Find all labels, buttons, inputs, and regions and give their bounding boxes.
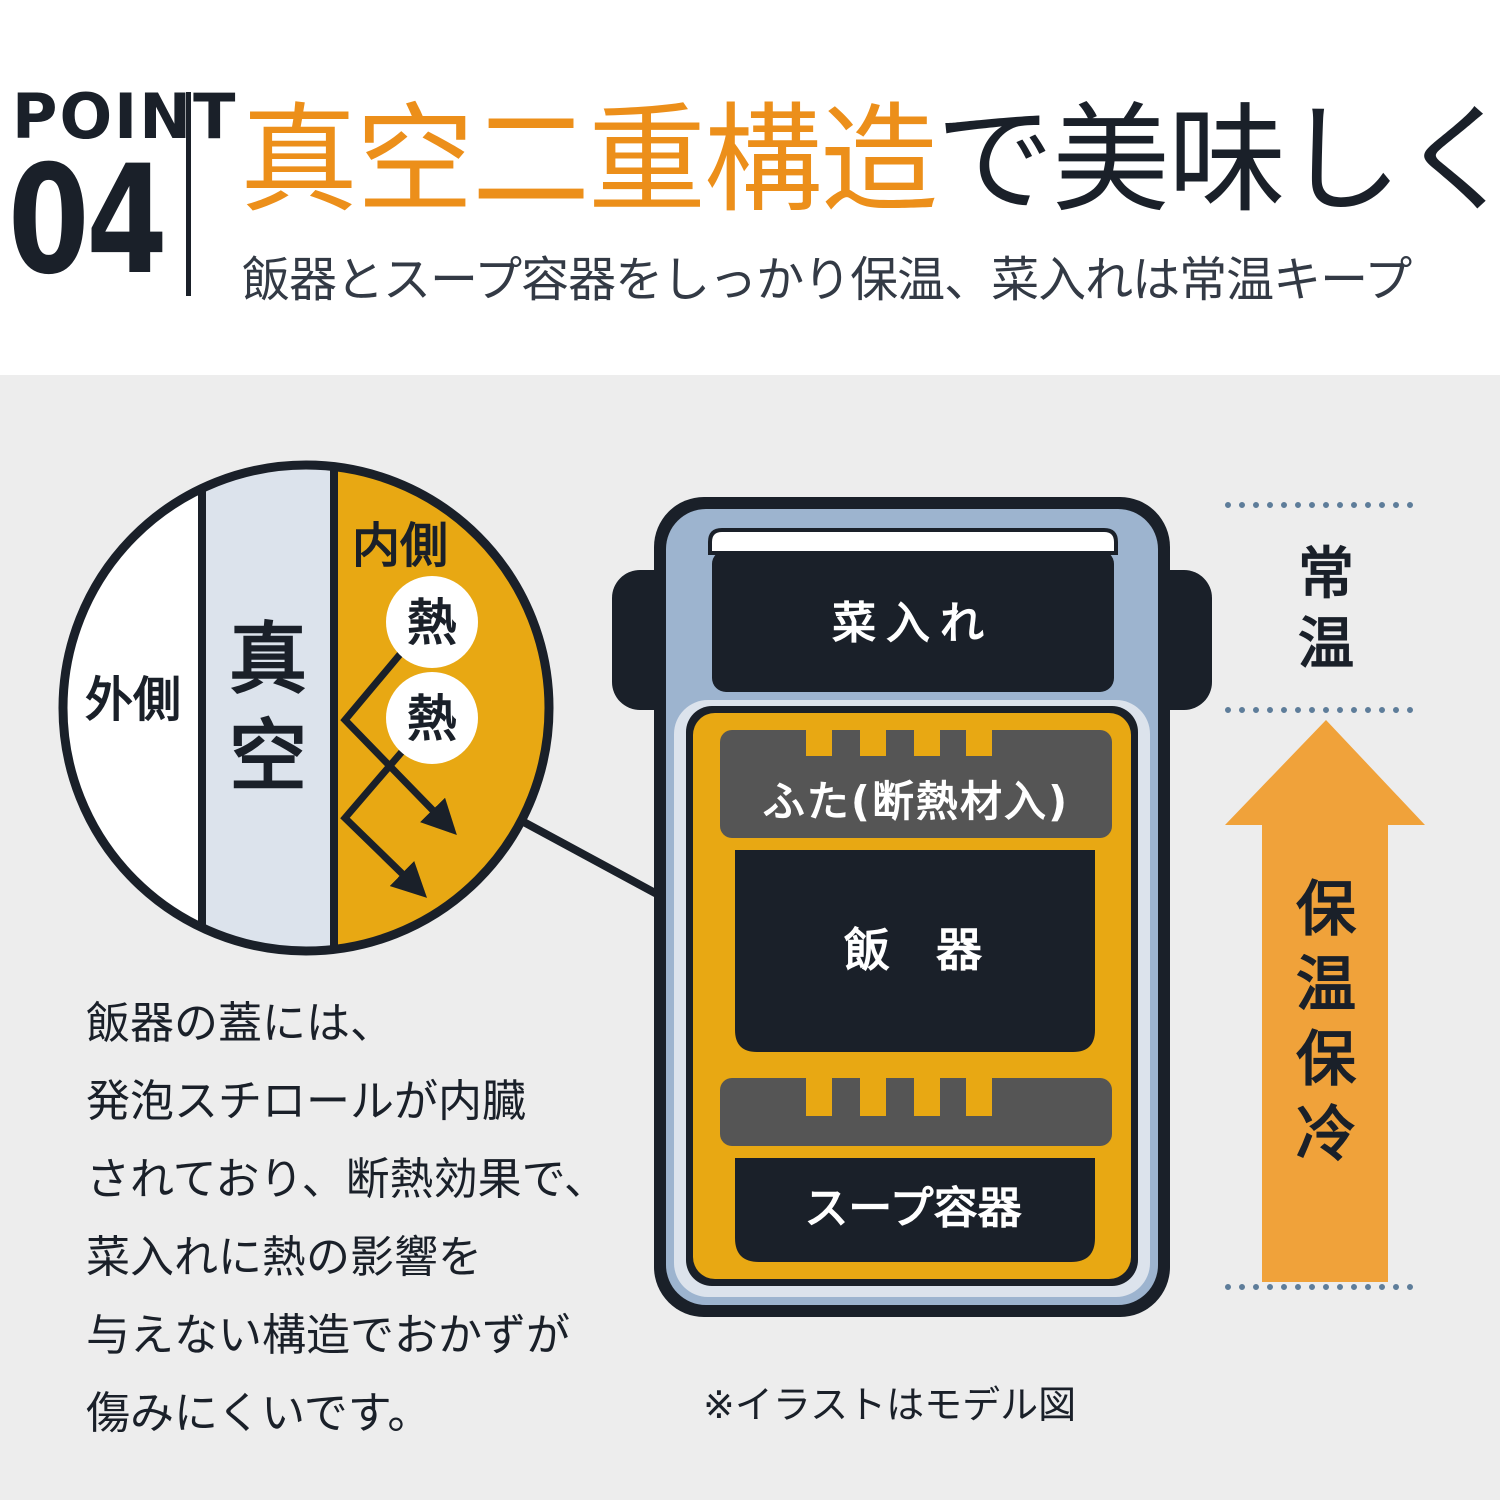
headline-rest: で美味しく [936,91,1500,229]
insulated-lid [720,730,1112,838]
headline-highlight: 真空二重構造 [240,91,938,229]
room-temp-label: 常 [1298,542,1354,607]
heat-badge [386,672,478,764]
side-dish-container [712,550,1114,692]
keep-temp-label: 冷 [1296,1100,1356,1170]
inner-label: 内側 [352,518,448,574]
vacuum-label: 真 [229,615,307,705]
point-number: 04 [8,134,168,308]
vacuum-layer [200,465,335,951]
keep-temp-arrow [1225,720,1425,1282]
lid-label: ふた(断熱材入) [763,777,1069,826]
outer-label: 外側 [85,672,181,728]
heat-arrow [340,637,457,836]
description-line: されており、断熱効果で、 [86,1154,608,1205]
rice-bowl-label: 飯 器 [844,923,983,977]
heat-text: 熱 [407,690,457,748]
room-temp-label: 温 [1298,612,1354,677]
side-dish-lid [708,528,1118,555]
heat-badge [386,576,478,668]
magnifier-connector [518,816,670,904]
heat-arrow [340,737,428,898]
header-divider [186,92,191,296]
heat-text: 熱 [407,594,457,652]
soup-container [735,1158,1095,1262]
keep-temp-label: 保 [1296,875,1357,945]
keep-temp-label: 保 [1296,1025,1357,1095]
lunch-jar: 菜入れ ふた(断熱材入) 飯 器 スープ容器 [612,497,1212,1317]
vacuum-label: 空 [229,712,307,802]
illustration-note: ※イラストはモデル図 [703,1383,1077,1427]
header-area [0,0,1500,375]
rice-bowl [735,850,1095,1052]
keep-temp-label: 温 [1296,950,1356,1020]
subtitle: 飯器とスープ容器をしっかり保温、菜入れは常温キープ [242,252,1412,308]
description-line: 発泡スチロールが内臓 [86,1076,526,1127]
description-text: 飯器の蓋には、 発泡スチロールが内臓 されており、断熱効果で、 菜入れに熱の影響… [86,985,646,1453]
description-line: 菜入れに熱の影響を [86,1232,482,1283]
soup-label: スープ容器 [804,1183,1022,1234]
description-line: 傷みにくいです。 [86,1388,432,1439]
cross-section-circle: 熱 熱 内側 外側 真 空 [58,460,554,956]
temperature-scale: 常 温 保 温 保 冷 [1225,502,1425,1290]
side-dish-label: 菜入れ [832,598,994,649]
headline: 真空二重構造で美味しく [240,95,1500,226]
description-line: 飯器の蓋には、 [86,998,394,1049]
point-label: POINT [12,80,238,153]
description-line: 与えない構造でおかずが [86,1310,570,1361]
